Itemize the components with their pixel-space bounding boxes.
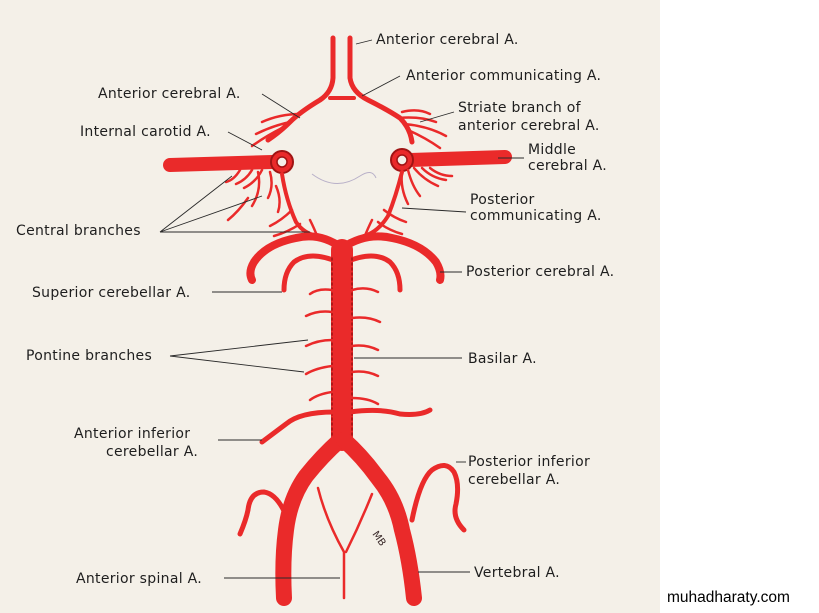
label-superior-cerebellar: Superior cerebellar A.	[32, 285, 191, 301]
central-branches-right	[400, 166, 454, 206]
striate-branch-left	[250, 112, 302, 148]
label-anterior-spinal: Anterior spinal A.	[76, 571, 202, 587]
label-anterior-inferior-cerebellar-line1: Anterior inferior	[74, 426, 190, 442]
internal-carotid-lumen-left	[276, 156, 288, 168]
anterior-spinal-artery	[316, 486, 374, 600]
arteries	[163, 35, 512, 606]
leader-lines	[159, 39, 524, 579]
pontine-branches	[304, 287, 382, 406]
label-posterior-cerebral: Posterior cerebral A.	[466, 264, 614, 280]
label-posterior-inferior-cerebellar-line2: cerebellar A.	[468, 472, 560, 488]
label-central-branches: Central branches	[16, 223, 141, 239]
label-posterior-communicating-line1: Posterior	[470, 192, 535, 208]
label-anterior-cerebral-top: Anterior cerebral A.	[376, 32, 519, 48]
vertebral-artery-right	[336, 432, 422, 606]
internal-carotid-lumen-right	[396, 154, 408, 166]
label-anterior-cerebral-left: Anterior cerebral A.	[98, 86, 241, 102]
posterior-cerebral-artery-left	[246, 232, 346, 284]
circle-of-willis-drawing: MB Anterior cerebral A. Anterior communi…	[16, 32, 614, 606]
label-basilar: Basilar A.	[468, 351, 537, 367]
optic-chiasm-outline	[311, 172, 377, 184]
middle-cerebral-artery-right	[403, 150, 512, 167]
site-watermark: muhadharaty.com	[667, 589, 790, 606]
label-anterior-communicating: Anterior communicating A.	[406, 68, 601, 84]
arteries-diagram: MB Anterior cerebral A. Anterior communi…	[0, 0, 660, 613]
middle-cerebral-artery-left	[163, 155, 279, 172]
label-posterior-communicating-line2: communicating A.	[470, 208, 602, 224]
vertebral-artery-left	[275, 432, 348, 606]
anterior-inferior-cerebellar-artery-left	[259, 409, 337, 445]
artist-signature: MB	[370, 529, 388, 548]
superior-cerebellar-artery-left	[281, 253, 341, 293]
label-middle-cerebral-line2: cerebral A.	[528, 158, 607, 174]
superior-cerebellar-artery-right	[343, 253, 403, 293]
label-anterior-inferior-cerebellar-line2: cerebellar A.	[106, 444, 198, 460]
labels: Anterior cerebral A. Anterior communicat…	[16, 32, 614, 587]
central-branches-left	[224, 168, 281, 222]
label-striate-branch-line2: anterior cerebral A.	[458, 118, 600, 134]
striate-branch-right	[396, 109, 448, 150]
central-branches-posterior	[268, 208, 408, 240]
label-middle-cerebral-line1: Middle	[528, 142, 576, 158]
label-posterior-inferior-cerebellar-line1: Posterior inferior	[468, 454, 590, 470]
anterior-cerebral-artery-right	[347, 35, 415, 145]
posterior-inferior-cerebellar-artery-left	[237, 489, 291, 537]
posterior-cerebral-artery-right	[338, 232, 445, 284]
anterior-cerebral-artery-left	[265, 35, 336, 143]
label-pontine-branches: Pontine branches	[26, 348, 152, 364]
label-striate-branch-line1: Striate branch of	[458, 100, 582, 116]
label-vertebral: Vertebral A.	[474, 565, 560, 581]
posterior-communicating-artery-right	[362, 170, 404, 238]
anterior-inferior-cerebellar-artery-right	[347, 407, 433, 417]
posterior-inferior-cerebellar-artery-right	[409, 463, 467, 533]
label-internal-carotid: Internal carotid A.	[80, 124, 211, 140]
